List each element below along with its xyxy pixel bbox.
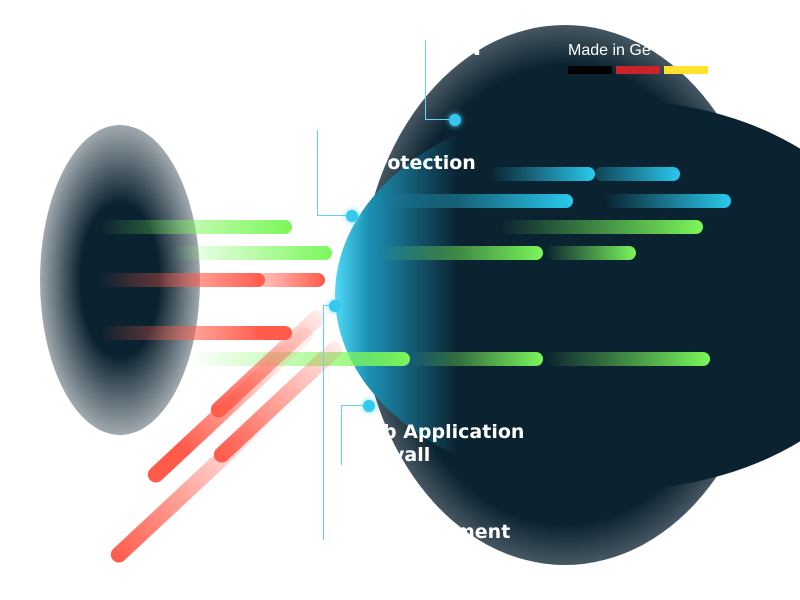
connector-line (317, 215, 353, 216)
red-bar (100, 326, 265, 340)
green-bar (190, 352, 410, 366)
red-bar (255, 326, 292, 340)
cyan-bar (390, 194, 573, 208)
connector-line (341, 405, 342, 465)
flag-black (568, 66, 612, 74)
label-waf-line1: b Application (383, 421, 525, 443)
connector-dot (363, 400, 375, 412)
red-bar (255, 273, 325, 287)
made-in-badge: Made in Ge (568, 42, 708, 74)
green-bar (170, 246, 332, 260)
green-bar (100, 220, 292, 234)
label-top: N (465, 38, 481, 60)
connector-line (341, 405, 369, 406)
connector-dot (346, 210, 358, 222)
connector-line (317, 130, 318, 216)
cyan-bar (595, 167, 680, 181)
made-in-text: Made in Ge (568, 42, 651, 59)
label-protection: rotection (378, 152, 476, 174)
cyan-bar (605, 194, 731, 208)
cyan-bar (490, 167, 595, 181)
label-amp: & (374, 119, 387, 135)
connector-line (425, 40, 426, 120)
flag-red (616, 66, 660, 74)
green-bar (545, 352, 710, 366)
green-bar (545, 246, 636, 260)
red-bar (100, 273, 265, 287)
connector-line (425, 119, 455, 120)
label-bottom: ment (455, 521, 511, 543)
flag-gold (664, 66, 708, 74)
label-waf-line2: vall (392, 444, 431, 466)
cyan-sphere (335, 100, 800, 490)
green-bar (410, 352, 543, 366)
connector-line (323, 305, 324, 540)
green-bar (500, 220, 703, 234)
green-bar (380, 246, 543, 260)
flag-stripes (568, 66, 708, 74)
connector-dot (449, 114, 461, 126)
connector-dot (329, 300, 341, 312)
